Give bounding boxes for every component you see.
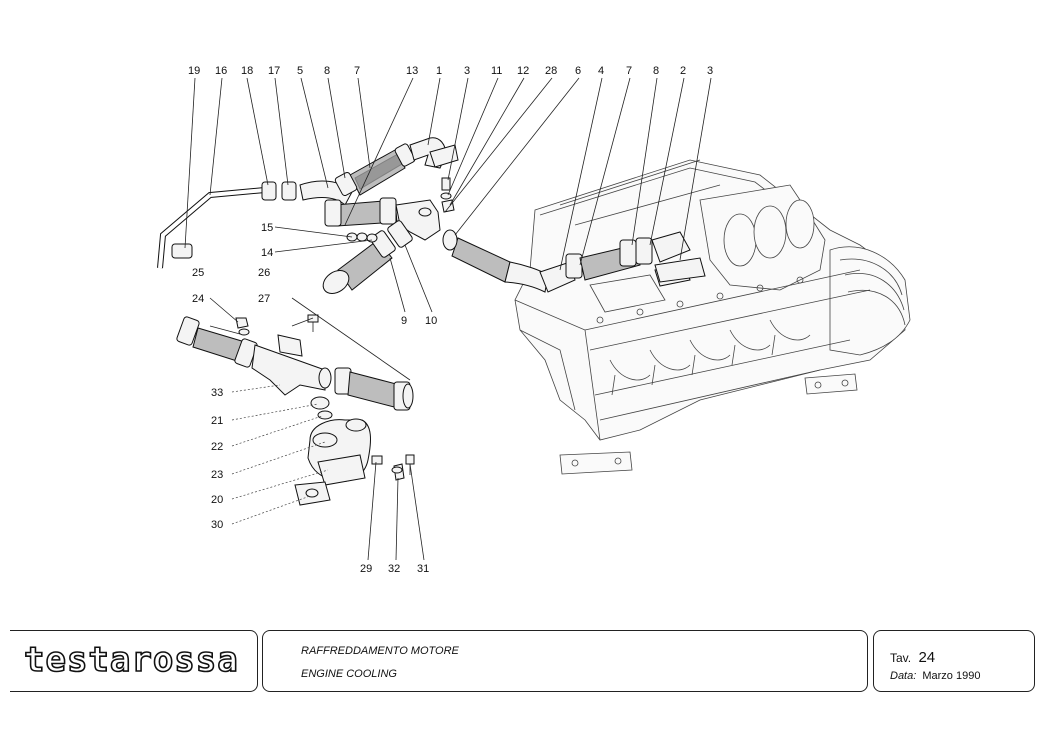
- callout-4: 4: [598, 65, 604, 77]
- date-value: Marzo 1990: [922, 670, 981, 682]
- tav-label: Tav.: [890, 651, 912, 665]
- callout-23: 23: [211, 469, 223, 481]
- callout-15: 15: [261, 222, 273, 234]
- callout-10: 10: [425, 315, 437, 327]
- callout-29: 29: [360, 563, 372, 575]
- callout-5: 5: [297, 65, 303, 77]
- callout-8b: 8: [653, 65, 659, 77]
- callout-2: 2: [680, 65, 686, 77]
- tav-row: Tav. 24: [890, 649, 935, 666]
- leader-lines: [184, 77, 712, 561]
- callout-31: 31: [417, 563, 429, 575]
- title-english: ENGINE COOLING: [301, 668, 397, 680]
- callout-33: 33: [211, 387, 223, 399]
- engine-block: [514, 159, 911, 475]
- callout-24: 24: [192, 293, 204, 305]
- exhaust-ports: [609, 319, 811, 396]
- exploded-parts-diagram: 19 16 18 17 5 8 7 13 1 3 11 12 28 6 4 7 …: [157, 65, 911, 575]
- callout-labels: 19 16 18 17 5 8 7 13 1 3 11 12 28 6 4 7 …: [188, 65, 713, 575]
- callout-3b: 3: [707, 65, 713, 77]
- table-info-box: Tav. 24 Data: Marzo 1990: [873, 630, 1035, 692]
- callout-21: 21: [211, 415, 223, 427]
- title-box: RAFFREDDAMENTO MOTORE ENGINE COOLING: [262, 630, 868, 692]
- callout-14: 14: [261, 247, 273, 259]
- upper-hose-assembly: [157, 137, 706, 294]
- callout-7b: 7: [626, 65, 632, 77]
- callout-32: 32: [388, 563, 400, 575]
- callout-16: 16: [215, 65, 227, 77]
- callout-6: 6: [575, 65, 581, 77]
- tav-number: 24: [918, 649, 936, 666]
- callout-27: 27: [258, 293, 270, 305]
- callout-3: 3: [464, 65, 470, 77]
- callout-11: 11: [491, 65, 502, 77]
- callout-26: 26: [258, 267, 270, 279]
- callout-22: 22: [211, 441, 223, 453]
- callout-30: 30: [211, 519, 223, 531]
- callout-18: 18: [241, 65, 253, 77]
- callout-19: 19: [188, 65, 200, 77]
- callout-7: 7: [354, 65, 360, 77]
- date-label: Data:: [890, 670, 917, 682]
- callout-12: 12: [517, 65, 529, 77]
- callout-1: 1: [436, 65, 442, 77]
- callout-17: 17: [268, 65, 280, 77]
- callout-9: 9: [401, 315, 407, 327]
- callout-25: 25: [192, 267, 204, 279]
- testarossa-logo: testarossa: [23, 639, 239, 681]
- callout-8: 8: [324, 65, 330, 77]
- logo-box: testarossa: [10, 630, 258, 692]
- date-row: Data: Marzo 1990: [890, 670, 980, 682]
- thermostat-assembly: [176, 314, 415, 506]
- title-italian: RAFFREDDAMENTO MOTORE: [301, 645, 459, 657]
- callout-28: 28: [545, 65, 557, 77]
- callout-13: 13: [406, 65, 418, 77]
- callout-20: 20: [211, 494, 223, 506]
